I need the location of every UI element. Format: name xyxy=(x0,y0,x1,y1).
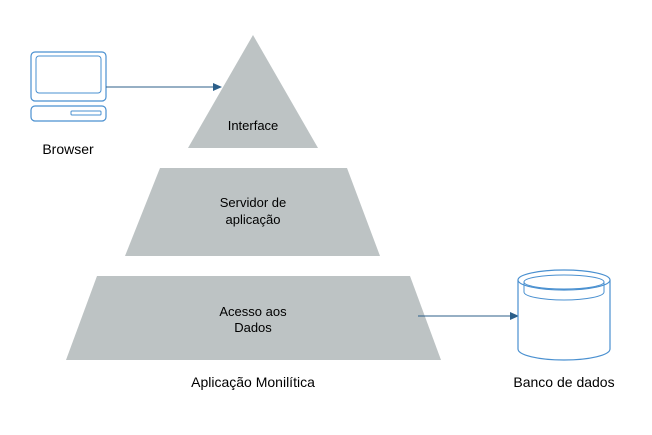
pyramid: Interface Servidor de aplicação Acesso a… xyxy=(66,35,441,360)
layer-data-access xyxy=(66,276,441,360)
browser-caption: Browser xyxy=(42,141,94,157)
database-caption: Banco de dados xyxy=(513,374,614,390)
layer-app-server-label-line2: aplicação xyxy=(226,212,281,227)
application-caption: Aplicação Monilítica xyxy=(191,374,315,390)
layer-data-access-label-line1: Acesso aos xyxy=(219,304,287,319)
layer-interface-label: Interface xyxy=(228,118,279,133)
layer-app-server-label-line1: Servidor de xyxy=(220,195,286,210)
computer-icon xyxy=(30,51,107,122)
database-icon xyxy=(517,269,611,361)
layer-interface xyxy=(188,35,318,148)
layer-app-server xyxy=(125,168,380,256)
layer-data-access-label-line2: Dados xyxy=(234,320,272,335)
